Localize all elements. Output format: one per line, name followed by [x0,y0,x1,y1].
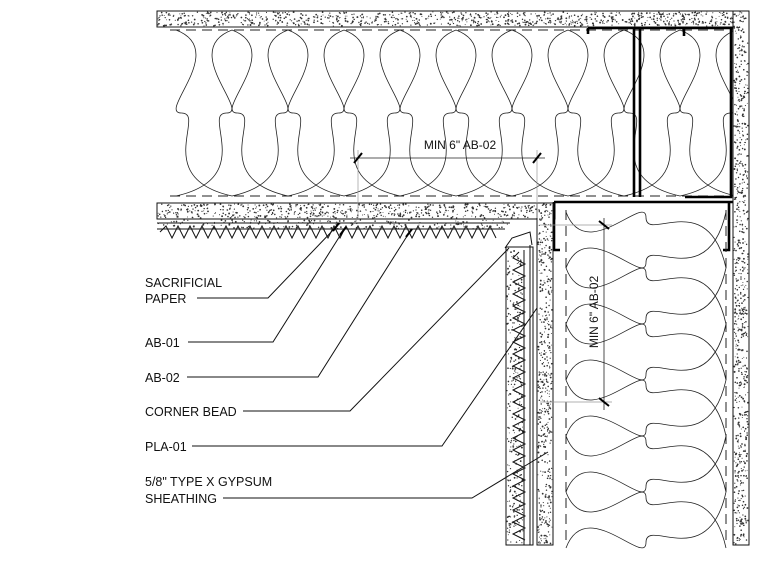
callout-ab-01: AB-01 [145,336,180,350]
right-wall-assembly [157,10,750,549]
corner-bead-shape [504,231,533,249]
callout-sacrificial-paper-line2: PAPER [145,292,186,306]
plaster-board-vertical [505,246,534,546]
callout-gypsum-sheathing-line1: 5/8" TYPE X GYPSUM [145,475,272,489]
svg-text:SACRIFICIAL PAPER: SACRIFICIAL PAPER [145,276,225,306]
callout-gypsum-sheathing-line2: SHEATHING [145,492,217,506]
dimension-label-horizontal: MIN 6" AB-02 [424,138,497,152]
callout-labels: SACRIFICIAL PAPER AB-01 AB-02 CORNER BEA… [145,276,276,506]
right-lath-zigzag [511,251,527,541]
interior-board-stipple [157,203,555,219]
svg-text:5/8" TYPE X GYPSUM SHEAT: 5/8" TYPE X GYPSUM SHEATHING [145,475,276,506]
steel-stud-framing [552,26,740,252]
top-wall-assembly [156,10,750,240]
top-board-stipple [157,11,747,27]
callout-corner-bead: CORNER BEAD [145,405,237,419]
right-insulation-batt [565,211,727,549]
vertical-dimension: MIN 6" AB-02 [540,218,612,410]
dimension-label-vertical: MIN 6" AB-02 [587,276,601,349]
right-exterior-board [732,10,750,546]
callout-ab-02: AB-02 [145,371,180,385]
right-board-stipple [537,11,749,545]
top-insulation-batt [175,29,737,197]
callout-pla-01: PLA-01 [145,440,187,454]
callout-leaders [187,222,549,499]
callout-sacrificial-paper-line1: SACRIFICIAL [145,276,222,290]
top-lath-zigzag [159,224,497,240]
horizontal-dimension: MIN 6" AB-02 [350,138,545,218]
